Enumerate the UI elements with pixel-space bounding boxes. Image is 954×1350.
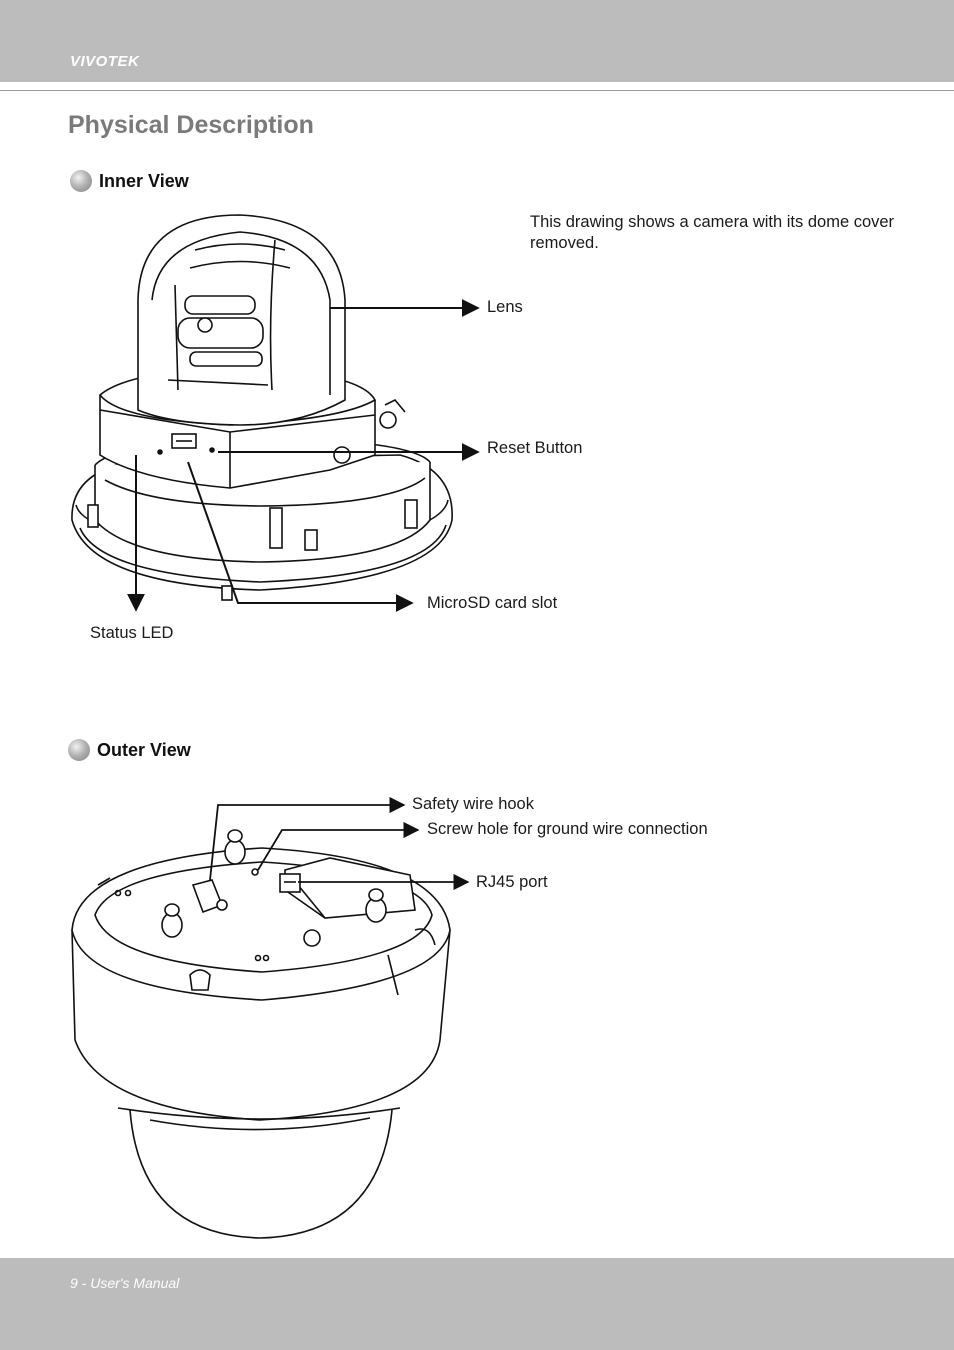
footer-page-label: 9 - User's Manual [70, 1275, 180, 1291]
microsd-callout-line [187, 461, 414, 612]
reset-button-label: Reset Button [487, 439, 583, 457]
inner-view-title: Inner View [99, 170, 189, 191]
section-bullet-icon [68, 739, 90, 761]
header-bar [0, 0, 954, 82]
outer-camera-drawing [71, 829, 451, 1239]
page-title: Physical Description [68, 111, 314, 139]
ground-screw-hole-label: Screw hole for ground wire connection [427, 820, 708, 838]
microsd-slot-label: MicroSD card slot [427, 594, 558, 612]
safety-hook-callout-line [209, 796, 406, 881]
lens-label: Lens [487, 298, 523, 316]
footer-bar [0, 1258, 954, 1350]
section-bullet-icon [70, 170, 92, 192]
outer-view-title: Outer View [97, 739, 191, 760]
inner-view-note: This drawing shows a camera with its dom… [530, 213, 895, 252]
rj45-port-label: RJ45 port [476, 873, 548, 891]
brand-logo: VIVOTEK [70, 53, 140, 70]
header-divider [0, 90, 954, 91]
inner-view-heading: Inner View [70, 170, 189, 192]
ground-screw-callout-line [257, 821, 420, 871]
status-led-label: Status LED [90, 624, 174, 642]
safety-wire-hook-label: Safety wire hook [412, 795, 534, 813]
inner-camera-drawing [71, 214, 453, 601]
outer-view-heading: Outer View [68, 739, 191, 761]
